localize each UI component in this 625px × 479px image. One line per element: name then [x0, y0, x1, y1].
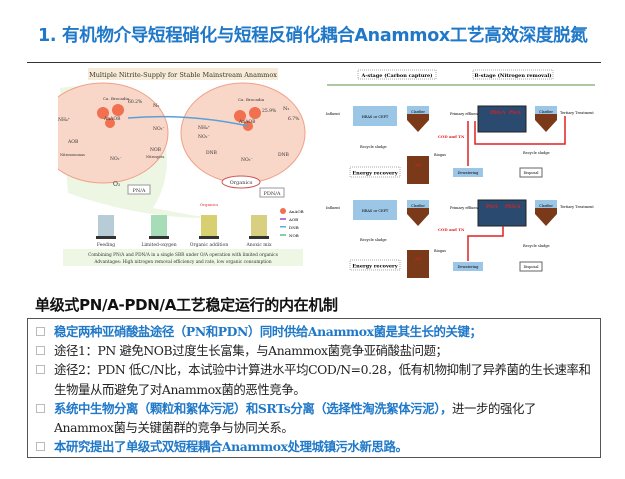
slide-title: 1. 有机物介导短程硝化与短程反硝化耦合Anammox工艺高效深度脱氮 — [38, 26, 588, 46]
svg-text:PN/A: PN/A — [132, 188, 145, 194]
svg-text:Tertiary Treatment: Tertiary Treatment — [560, 205, 594, 209]
bullet-square-icon — [36, 403, 45, 413]
list-item: 途径1：PN 避免NOB过度生长富集，与Anammox菌竞争亚硝酸盐问题； — [28, 341, 600, 360]
bullet-square-icon — [36, 346, 45, 356]
svg-text:Energy recovery: Energy recovery — [352, 171, 398, 177]
nitrite-supply-figure: Multiple Nitrite-Supply for Stable Mains… — [58, 68, 312, 270]
svg-text:NO₂⁻: NO₂⁻ — [198, 134, 210, 140]
svg-text:A-stage (Carbon capture): A-stage (Carbon capture) — [360, 72, 432, 79]
svg-text:Advantages: High nitrogen remo: Advantages: High nitrogen removal effici… — [93, 260, 272, 265]
svg-text:DNB: DNB — [278, 152, 290, 158]
bullet-square-icon — [36, 365, 45, 375]
mechanism-list: 稳定两种亚硝酸盐途径（PN和PDN）同时供给Anammox菌是其生长的关键； 途… — [27, 318, 601, 458]
title-divider — [27, 62, 601, 63]
svg-text:6.7%: 6.7% — [288, 116, 300, 122]
svg-text:Dewatering: Dewatering — [458, 265, 479, 269]
svg-text:Clarifier: Clarifier — [411, 204, 425, 208]
svg-text:HRAS or CEPT: HRAS or CEPT — [362, 209, 389, 213]
svg-text:PDN/A: PDN/A — [263, 191, 280, 197]
bullet-square-icon — [36, 442, 45, 452]
svg-text:Ca. Brocadia: Ca. Brocadia — [238, 97, 265, 102]
svg-text:Disposal: Disposal — [523, 265, 539, 269]
svg-text:DNB: DNB — [289, 225, 299, 230]
ab-stage-process-figure: A-stage (Carbon capture) B-stage (Nitrog… — [310, 66, 595, 288]
section-heading: 单级式PN/A-PDN/A工艺稳定运行的内在机制 — [35, 296, 338, 314]
svg-text:Organic addition: Organic addition — [190, 242, 229, 248]
svg-text:NOB: NOB — [289, 233, 299, 238]
bullet-square-icon — [36, 327, 45, 336]
svg-text:60.2%: 60.2% — [128, 99, 143, 105]
svg-text:B-stage (Nitrogen removal): B-stage (Nitrogen removal) — [474, 72, 551, 79]
svg-text:Ca. Brocadia: Ca. Brocadia — [103, 96, 130, 101]
svg-text:NO₂⁻: NO₂⁻ — [110, 156, 122, 162]
list-item: 稳定两种亚硝酸盐途径（PN和PDN）同时供给Anammox菌是其生长的关键； — [28, 322, 600, 341]
svg-text:PN/A: PN/A — [509, 110, 522, 115]
svg-text:COD and TN: COD and TN — [438, 134, 465, 139]
svg-text:AnAOB: AnAOB — [238, 119, 256, 125]
svg-text:Biogas: Biogas — [434, 249, 446, 253]
list-item: 本研究提出了单级式双短程耦合Anammox处理城镇污水新思路。 — [28, 437, 600, 456]
svg-text:PN/A: PN/A — [486, 204, 499, 209]
svg-text:Limited-oxygen: Limited-oxygen — [141, 242, 176, 248]
svg-text:PDN/A: PDN/A — [490, 110, 506, 115]
svg-text:COD and TN: COD and TN — [438, 227, 465, 232]
svg-text:NO₂⁻: NO₂⁻ — [153, 126, 165, 132]
svg-text:NO₃⁻: NO₃⁻ — [241, 157, 253, 163]
svg-text:Primary effluent: Primary effluent — [450, 206, 480, 210]
svg-text:Biogas: Biogas — [434, 153, 446, 157]
svg-text:NOB: NOB — [150, 147, 162, 153]
list-item-continuation: 生物量从而避免了对Anammox菌的恶性竞争。 — [54, 381, 306, 397]
svg-text:Primary effluent: Primary effluent — [450, 112, 480, 116]
svg-text:AnAOB: AnAOB — [288, 209, 304, 214]
svg-text:Clarifier: Clarifier — [539, 110, 553, 114]
svg-text:Recycle sludge: Recycle sludge — [523, 151, 550, 155]
svg-text:Clarifier: Clarifier — [539, 204, 553, 208]
fig-heading: Multiple Nitrite-Supply for Stable Mains… — [89, 71, 277, 79]
svg-text:Recycle sludge: Recycle sludge — [360, 238, 387, 242]
svg-text:HRAS or CEPT: HRAS or CEPT — [362, 115, 389, 119]
svg-text:Influent: Influent — [326, 112, 341, 116]
list-item-continuation: Anammox菌与关键菌群的竞争与协同关系。 — [54, 420, 294, 436]
svg-text:25.9%: 25.9% — [262, 108, 277, 114]
svg-text:Recycle sludge: Recycle sludge — [523, 244, 550, 248]
svg-text:PDN/A: PDN/A — [505, 204, 521, 209]
svg-text:Feeding: Feeding — [97, 242, 115, 248]
svg-text:Energy recovery: Energy recovery — [352, 264, 398, 270]
svg-text:Organics: Organics — [200, 202, 218, 207]
svg-text:DNB: DNB — [206, 150, 218, 156]
svg-text:NH₄⁺: NH₄⁺ — [58, 117, 71, 123]
svg-text:N₂: N₂ — [283, 106, 289, 112]
svg-text:O₂: O₂ — [113, 181, 121, 188]
svg-text:AOB: AOB — [288, 217, 298, 222]
svg-text:AD: AD — [414, 256, 421, 261]
svg-text:Clarifier: Clarifier — [411, 110, 425, 114]
svg-text:Disposal: Disposal — [523, 171, 539, 175]
svg-text:Influent: Influent — [326, 206, 341, 210]
list-item: 途径2：PDN 低C/N比，本试验中计算进水平均COD/N=0.28，低有机物抑… — [28, 360, 600, 379]
svg-text:Nitrospira: Nitrospira — [146, 155, 164, 159]
svg-text:Combining PN/A and PDN/A in a: Combining PN/A and PDN/A in a single SBR… — [88, 253, 278, 258]
svg-text:NH₄⁺: NH₄⁺ — [198, 125, 211, 131]
svg-text:Nitrosomonas: Nitrosomonas — [60, 153, 85, 157]
list-item: 系统中生物分离（颗粒和絮体污泥）和SRTs分离（选择性淘洗絮体污泥），进一步的强… — [28, 399, 600, 418]
svg-text:Organics: Organics — [230, 180, 253, 186]
svg-text:AD: AD — [414, 162, 421, 167]
svg-text:N₂: N₂ — [153, 103, 159, 109]
svg-text:Tertiary Treatment: Tertiary Treatment — [560, 111, 594, 115]
svg-text:Anoxic mix: Anoxic mix — [245, 242, 271, 248]
svg-text:Dewatering: Dewatering — [458, 171, 479, 175]
svg-text:Recycle sludge: Recycle sludge — [360, 145, 387, 149]
svg-text:AOB: AOB — [67, 139, 79, 145]
svg-text:AnAOB: AnAOB — [103, 116, 121, 122]
